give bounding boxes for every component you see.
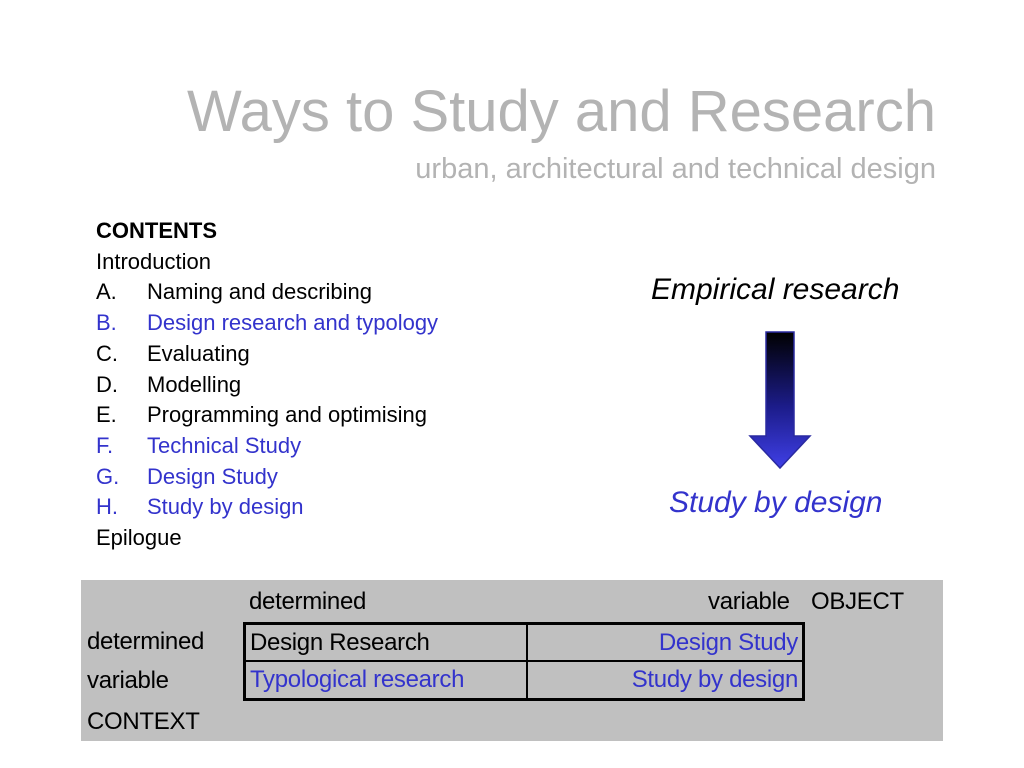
contents-item-label: Technical Study	[147, 432, 302, 458]
contents-epilogue: Epilogue	[96, 525, 182, 551]
contents-item-c: C. Evaluating	[96, 339, 438, 370]
contents-item-d: D. Modelling	[96, 370, 438, 401]
contents-item-letter: C.	[96, 340, 118, 366]
matrix-col-variable: variable	[708, 588, 790, 615]
contents-item-label: Design research and typology	[147, 310, 439, 336]
contents-item-e: E. Programming and optimising	[96, 400, 438, 431]
matrix-row-variable: variable	[87, 667, 169, 694]
cell-design-research: Design Research	[246, 625, 528, 662]
contents-item-letter: G.	[96, 463, 120, 489]
contents-item-letter: A.	[96, 279, 117, 305]
matrix-context-label: CONTEXT	[87, 708, 200, 735]
down-arrow-icon	[748, 331, 812, 470]
contents-item-letter: F.	[96, 432, 114, 458]
contents-item-b: B. Design research and typology	[96, 308, 438, 339]
contents-item-letter: H.	[96, 494, 118, 520]
contents-item-h: H. Study by design	[96, 492, 438, 523]
contents-item-label: Evaluating	[147, 340, 250, 366]
contents-item-label: Study by design	[147, 494, 304, 520]
slide-subtitle: urban, architectural and technical desig…	[415, 153, 936, 185]
contents-item-label: Naming and describing	[147, 279, 373, 305]
contents-item-g: G. Design Study	[96, 462, 438, 493]
contents-list: CONTENTS Introduction A. Naming and descr…	[96, 216, 438, 554]
contents-item-letter: E.	[96, 402, 117, 428]
slide-title: Ways to Study and Research	[187, 79, 936, 144]
contents-item-label: Design Study	[147, 463, 278, 489]
cell-design-study: Design Study	[528, 625, 802, 662]
research-matrix: determined variable OBJECT determined va…	[81, 580, 943, 741]
contents-item-f: F. Technical Study	[96, 431, 438, 462]
matrix-col-determined: determined	[249, 588, 367, 615]
contents-item-letter: D.	[96, 371, 118, 397]
matrix-object-label: OBJECT	[811, 588, 904, 615]
contents-introduction: Introduction	[96, 248, 211, 274]
contents-item-label: Programming and optimising	[147, 402, 428, 428]
matrix-grid: Design Research Design Study Typological…	[243, 622, 805, 701]
empirical-research-label: Empirical research	[651, 273, 900, 306]
cell-study-by-design: Study by design	[631, 665, 799, 693]
contents-item-letter: B.	[96, 310, 117, 336]
contents-item-a: A. Naming and describing	[96, 277, 438, 308]
contents-heading: CONTENTS	[96, 218, 217, 243]
cell-typological-research: Typological research	[246, 661, 528, 698]
matrix-row-determined: determined	[87, 628, 205, 655]
study-by-design-label: Study by design	[669, 486, 883, 519]
contents-item-label: Modelling	[147, 371, 242, 397]
